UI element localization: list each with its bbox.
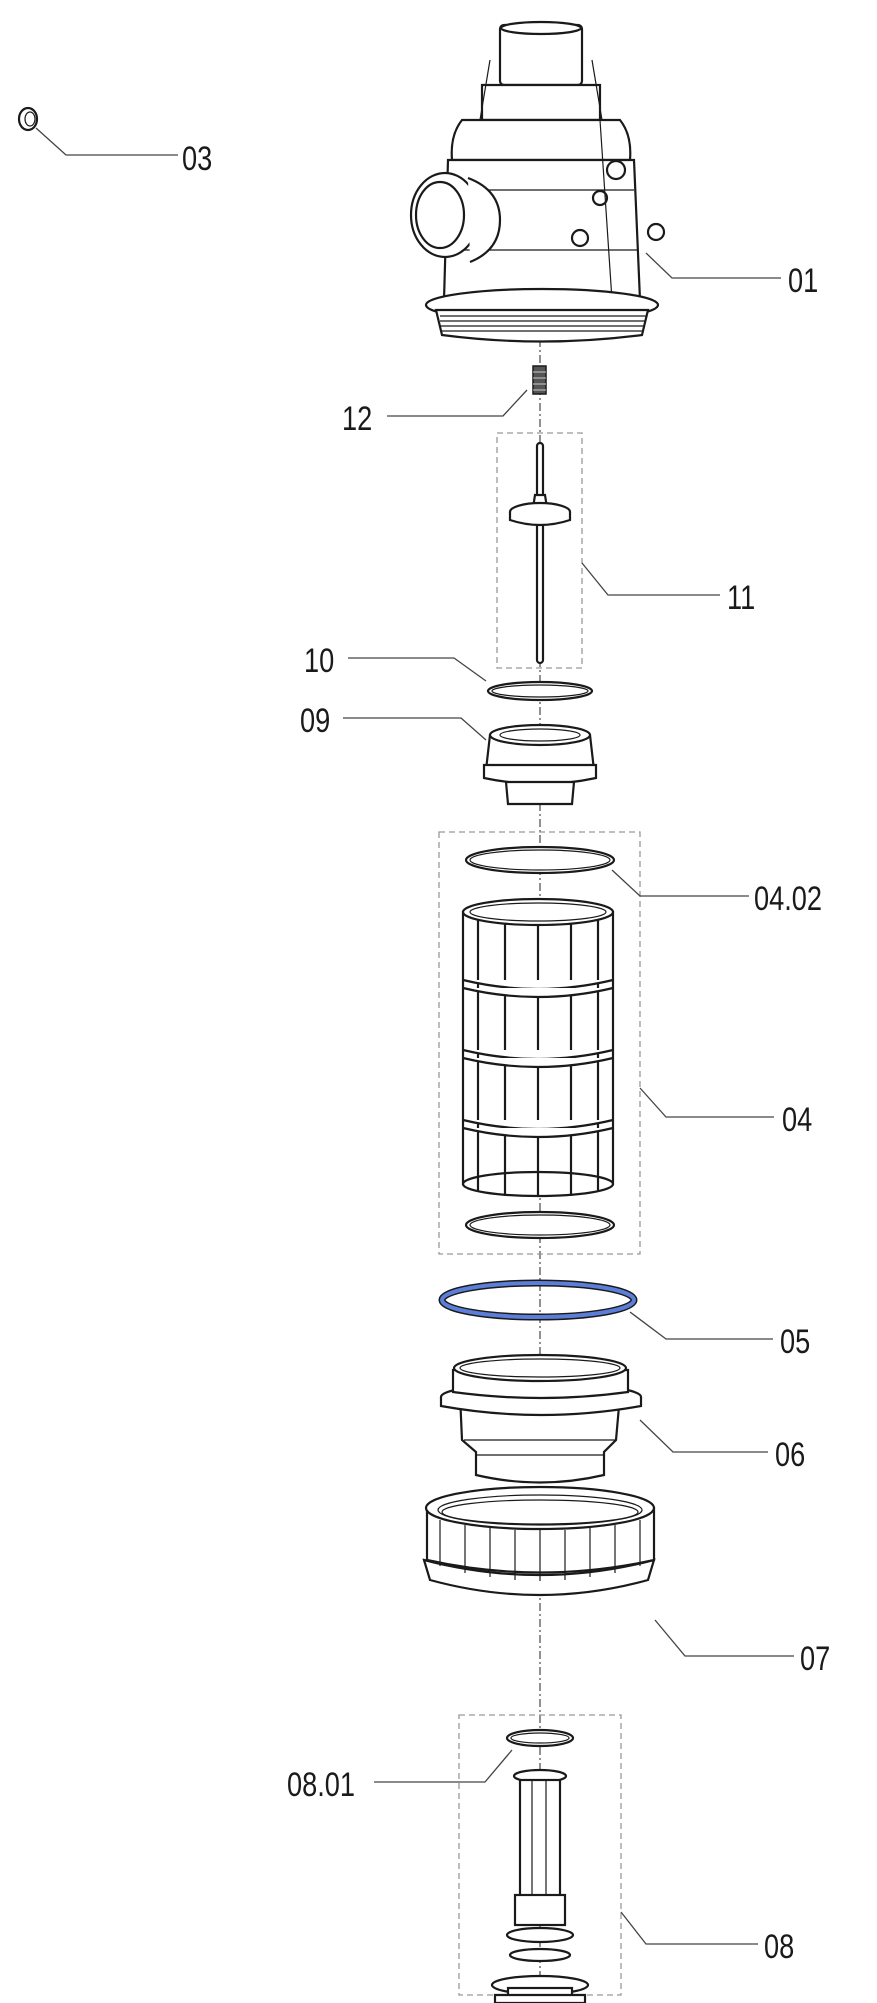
part-04-02-o-ring <box>464 845 616 875</box>
leader-04 <box>639 1087 774 1118</box>
part-09-adapter <box>482 723 598 806</box>
callout-10: 10 <box>304 641 334 680</box>
part-04-bottom-o-ring <box>464 1210 616 1240</box>
part-10-o-ring <box>486 680 594 702</box>
part-07-ring-nut <box>422 1485 656 1597</box>
callout-08-01: 08.01 <box>287 1765 355 1804</box>
callout-11: 11 <box>727 578 755 617</box>
callout-08: 08 <box>764 1927 794 1966</box>
part-08-cap <box>493 1993 587 2003</box>
leader-11 <box>581 562 720 596</box>
part-01-filter-body <box>409 20 666 343</box>
leader-07 <box>654 1619 794 1657</box>
part-11-rod <box>508 441 572 665</box>
leader-04-02 <box>611 869 749 897</box>
callout-03: 03 <box>182 139 212 178</box>
part-08-01-o-ring <box>505 1728 575 1748</box>
leader-05 <box>629 1311 773 1340</box>
callout-12: 12 <box>342 399 372 438</box>
part-05-gasket <box>438 1279 638 1321</box>
leader-09 <box>343 717 487 741</box>
part-08-flushing-assembly <box>490 1768 590 2002</box>
part-12-spring <box>532 365 547 395</box>
part-04-screen-basket <box>461 897 615 1198</box>
part-04-group-box <box>438 831 641 1255</box>
leader-10 <box>348 657 487 682</box>
leader-12 <box>387 389 528 417</box>
part-11-group-box <box>496 432 583 669</box>
callout-04-02: 04.02 <box>754 879 822 918</box>
part-03-seal <box>17 106 39 132</box>
leader-01 <box>645 252 781 279</box>
callout-05: 05 <box>780 1322 810 1361</box>
leader-08-01 <box>374 1749 513 1783</box>
leader-03 <box>35 127 178 156</box>
callout-06: 06 <box>775 1435 805 1474</box>
leader-06 <box>639 1419 768 1453</box>
callout-04: 04 <box>782 1100 812 1139</box>
leader-08 <box>620 1911 758 1945</box>
callout-01: 01 <box>788 261 818 300</box>
callout-09: 09 <box>300 701 330 740</box>
callout-07: 07 <box>800 1639 830 1678</box>
